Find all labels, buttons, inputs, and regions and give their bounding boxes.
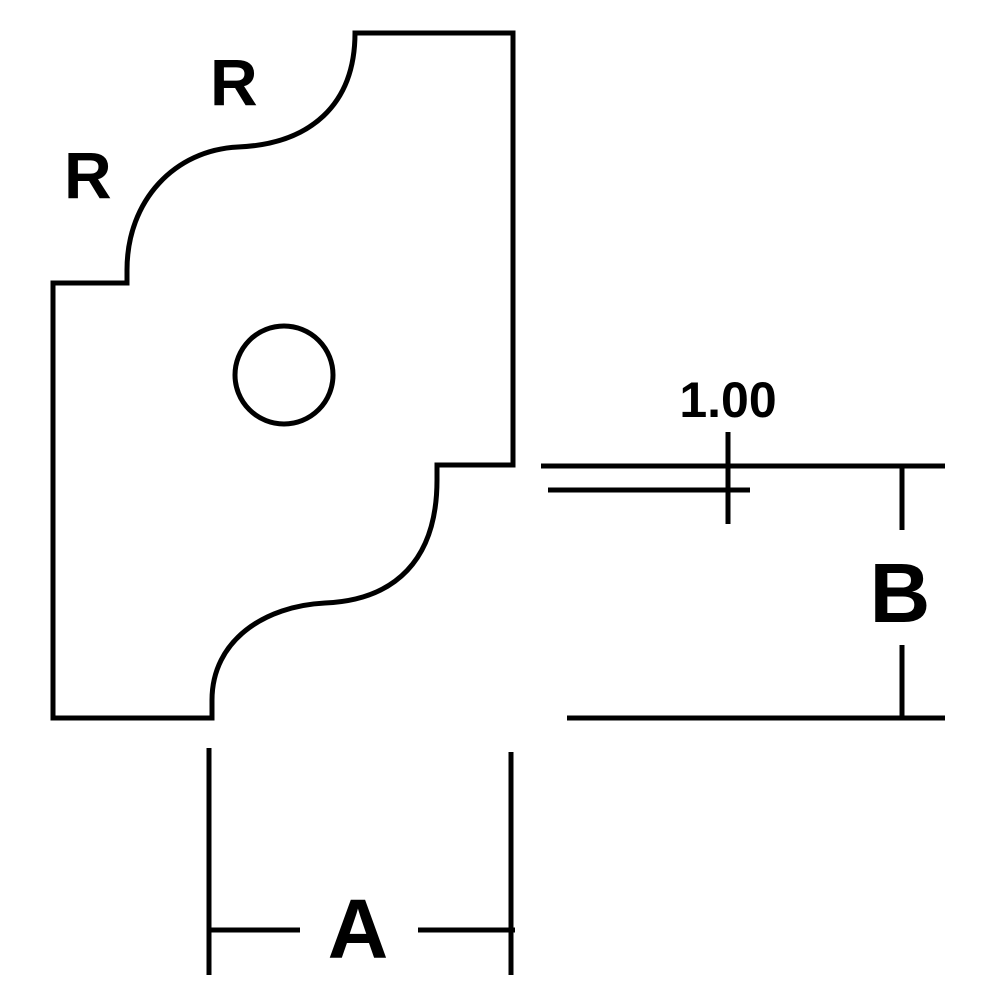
part-outline [50,30,516,721]
dimension-b-label: B [870,546,931,640]
dimension-value-label: 1.00 [679,372,776,428]
radius-label-top: R [210,45,258,119]
mounting-hole [232,323,336,427]
dimension-a-label: A [328,882,389,976]
radius-label-left: R [64,138,112,212]
